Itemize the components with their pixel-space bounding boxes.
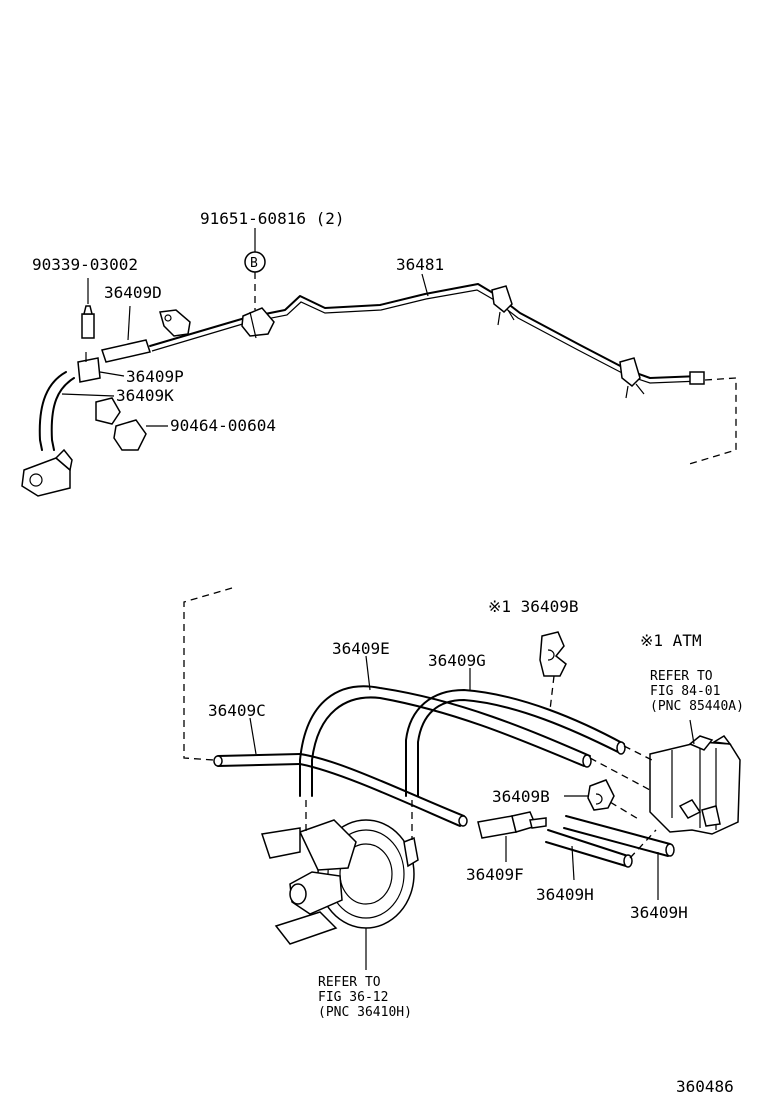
label-refer2-line3: (PNC 36410H) xyxy=(318,1005,412,1020)
label-36409b-top: ※1 36409B xyxy=(488,597,578,616)
pipe-clip-right xyxy=(619,357,645,399)
label-atm-note: ※1 ATM xyxy=(640,631,702,650)
hose-36409d xyxy=(101,305,151,363)
label-36481: 36481 xyxy=(396,255,444,274)
pipe-bracket-left xyxy=(159,309,191,337)
label-refer1-line3: (PNC 85440A) xyxy=(650,699,744,714)
label-36409g: 36409G xyxy=(428,651,486,670)
vacuum-pipe-36481 xyxy=(149,283,701,379)
hose-36409k xyxy=(38,371,115,451)
label-36409c: 36409C xyxy=(208,701,266,720)
label-36409k: 36409K xyxy=(116,386,174,405)
lower-assembly xyxy=(183,587,741,970)
connector-36409f xyxy=(477,811,547,862)
plug-90339 xyxy=(81,278,95,339)
label-36409e: 36409E xyxy=(332,639,390,658)
label-90464: 90464-00604 xyxy=(170,416,276,435)
label-refer2-line2: FIG 36-12 xyxy=(318,990,388,1005)
label-refer1-line2: FIG 84-01 xyxy=(650,684,720,699)
connection-line-upper xyxy=(685,377,737,466)
label-36409h-a: 36409H xyxy=(536,885,594,904)
hose-36409h-b xyxy=(563,815,675,900)
hose-36409g xyxy=(405,668,626,797)
pipe-clamp-b xyxy=(241,307,275,339)
figure-number: 360486 xyxy=(676,1077,734,1096)
brake-booster xyxy=(261,800,419,970)
clamp-90464 xyxy=(95,397,168,451)
tee-36409p xyxy=(77,352,125,383)
union-fitting xyxy=(21,448,73,497)
label-91651: 91651-60816 (2) xyxy=(200,209,345,228)
callout-b-letter: B xyxy=(250,256,258,271)
pipe-end-connector xyxy=(689,371,705,385)
clip-36409b-top xyxy=(539,631,567,711)
label-36409b-mid: 36409B xyxy=(492,787,550,806)
pipe-clip-mid xyxy=(491,285,515,326)
label-36409h-b: 36409H xyxy=(630,903,688,922)
label-36409d: 36409D xyxy=(104,283,162,302)
connection-line-lower xyxy=(183,587,233,761)
upper-assembly: B xyxy=(21,228,737,497)
label-refer1-line1: REFER TO xyxy=(650,669,713,684)
hose-36409c xyxy=(213,717,301,767)
label-refer2-line1: REFER TO xyxy=(318,975,381,990)
label-90339: 90339-03002 xyxy=(32,255,138,274)
hose-36409e xyxy=(299,655,592,797)
label-36409f: 36409F xyxy=(466,865,524,884)
hose-36409h-a xyxy=(545,829,633,881)
label-36409p: 36409P xyxy=(126,367,184,386)
clip-36409b-mid xyxy=(564,779,615,811)
valve-module xyxy=(649,719,741,835)
